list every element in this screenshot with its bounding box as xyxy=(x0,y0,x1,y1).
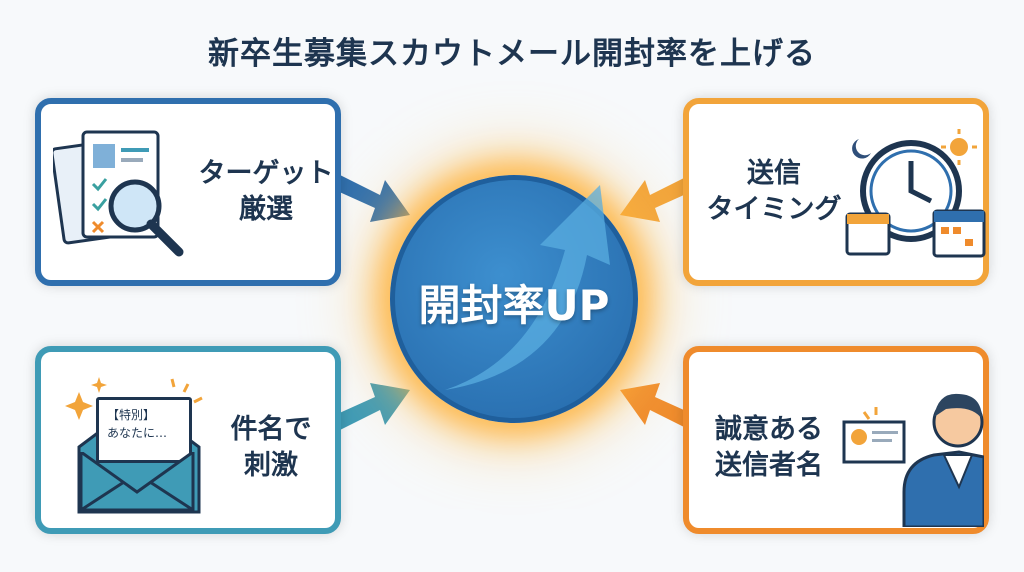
arrow-target-to-center xyxy=(335,175,410,222)
page-title: 新卒生募集スカウトメール開封率を上げる xyxy=(208,36,816,72)
card-label-line2: タイミング xyxy=(706,194,842,225)
clock-calendar-icon xyxy=(845,129,986,258)
card-label-line1: ターゲット xyxy=(198,158,334,189)
card-label-line1: 件名で xyxy=(230,414,312,445)
up-arrow-icon xyxy=(445,185,610,390)
card-send-timing: 送信タイミング xyxy=(683,98,989,286)
arrow-timing-to-center xyxy=(620,175,695,222)
card-target-selection: ターゲット厳選 xyxy=(35,98,341,286)
letter-card: 【特別】 あなたに… xyxy=(96,397,192,463)
card-label-line2: 送信者名 xyxy=(715,450,823,481)
card-sender-name: 誠意ある送信者名 xyxy=(683,346,989,534)
card-label-line2: 刺激 xyxy=(244,450,298,481)
card-subject-line: 【特別】 あなたに… 件名で刺激 xyxy=(35,346,341,534)
center-label: 開封率UP xyxy=(418,281,610,330)
resume-magnifier-icon xyxy=(53,130,184,257)
businessman-card-icon xyxy=(842,393,984,527)
arrow-sender-to-center xyxy=(620,383,695,430)
letter-line2: あなたに… xyxy=(107,426,168,440)
arrow-subject-to-center xyxy=(335,383,410,430)
open-rate-up-circle: 開封率UP xyxy=(390,175,638,423)
letter-line1: 【特別】 xyxy=(107,408,156,422)
card-label-line2: 厳選 xyxy=(239,194,293,225)
card-label-line1: 送信 xyxy=(747,158,801,189)
envelope-front-flap xyxy=(79,452,195,512)
card-label-line1: 誠意ある xyxy=(715,414,823,445)
